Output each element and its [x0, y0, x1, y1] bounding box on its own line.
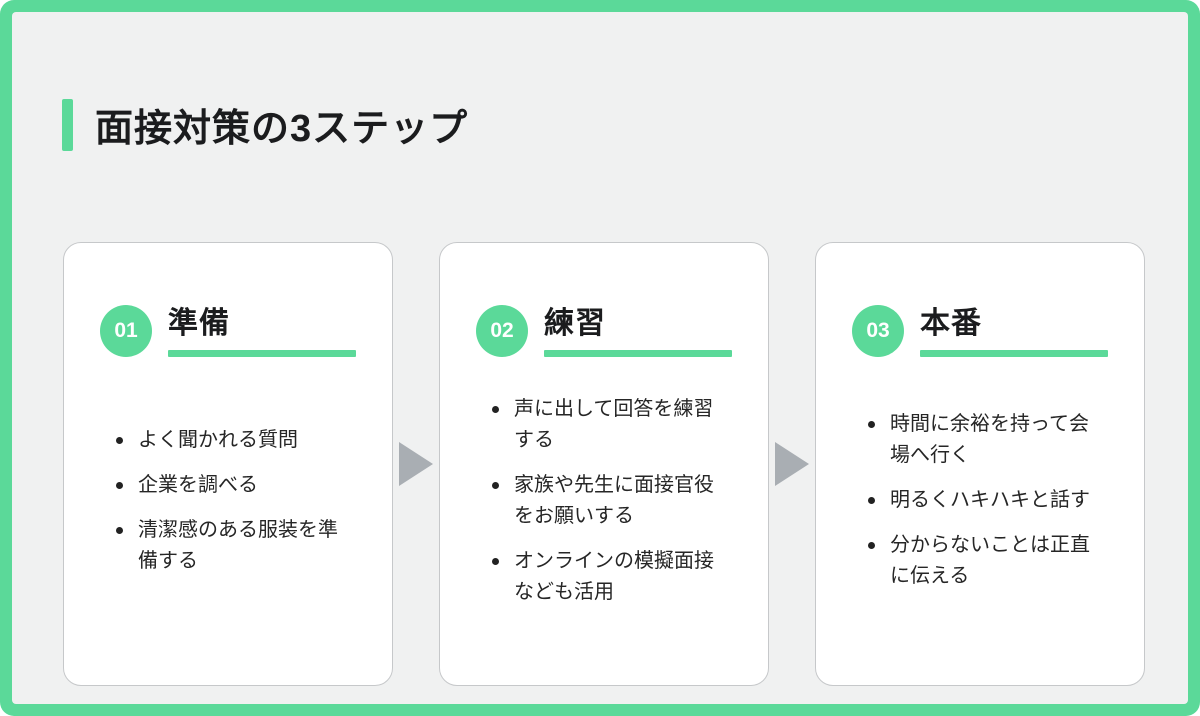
bullet-item: 明るくハキハキと話す [852, 485, 1108, 516]
step-heading: 本番 [920, 307, 982, 341]
step-card-2-header: 02 練習 [476, 304, 732, 357]
arrow-slot-2 [769, 242, 815, 686]
step-card-1: 01 準備 よく聞かれる質問 企業を調べる 清潔感のある服装を準備する [63, 241, 393, 686]
bullet-list: よく聞かれる質問 企業を調べる 清潔感のある服装を準備する [100, 425, 356, 577]
bullet-list: 声に出して回答を練習する 家族や先生に面接官役をお願いする オンラインの模擬面接… [476, 394, 732, 608]
step-card-3-header: 03 本番 [852, 304, 1108, 357]
steps-row: 01 準備 よく聞かれる質問 企業を調べる 清潔感のある服装を準備する [63, 241, 1148, 686]
step-heading: 練習 [544, 307, 606, 341]
step-card-2-body: 声に出して回答を練習する 家族や先生に面接官役をお願いする オンラインの模擬面接… [476, 357, 732, 645]
right-arrow-icon [775, 441, 809, 486]
heading-underline [920, 349, 1108, 357]
bullet-item: 分からないことは正直に伝える [852, 530, 1108, 592]
step-card-1-header: 01 準備 [100, 304, 356, 357]
arrow-slot-1 [393, 242, 439, 686]
heading-underline [168, 349, 356, 357]
bullet-item: 声に出して回答を練習する [476, 394, 732, 456]
step-card-1-body: よく聞かれる質問 企業を調べる 清潔感のある服装を準備する [100, 357, 356, 645]
bullet-list: 時間に余裕を持って会場へ行く 明るくハキハキと話す 分からないことは正直に伝える [852, 409, 1108, 592]
step-number-badge: 02 [476, 304, 528, 357]
right-arrow-icon [399, 441, 433, 486]
page-header: 面接対策の3ステップ [62, 72, 1188, 178]
bullet-item: よく聞かれる質問 [100, 425, 356, 456]
content-panel: 面接対策の3ステップ 01 準備 よく聞かれる質問 企業を調べる 清潔感のある服… [12, 12, 1188, 704]
bullet-item: オンラインの模擬面接なども活用 [476, 546, 732, 608]
step-card-3: 03 本番 時間に余裕を持って会場へ行く 明るくハキハキと話す 分からないことは… [815, 241, 1145, 686]
step-number-badge: 03 [852, 304, 904, 357]
heading-underline [544, 349, 732, 357]
bullet-item: 企業を調べる [100, 470, 356, 501]
step-card-3-body: 時間に余裕を持って会場へ行く 明るくハキハキと話す 分からないことは正直に伝える [852, 357, 1108, 645]
bullet-item: 時間に余裕を持って会場へ行く [852, 409, 1108, 471]
bullet-item: 家族や先生に面接官役をお願いする [476, 470, 732, 532]
step-card-2: 02 練習 声に出して回答を練習する 家族や先生に面接官役をお願いする オンライ… [439, 241, 769, 686]
bullet-item: 清潔感のある服装を準備する [100, 515, 356, 577]
title-accent-bar [62, 98, 73, 151]
step-number-badge: 01 [100, 304, 152, 357]
step-heading: 準備 [168, 307, 230, 341]
page-title: 面接対策の3ステップ [95, 108, 469, 151]
